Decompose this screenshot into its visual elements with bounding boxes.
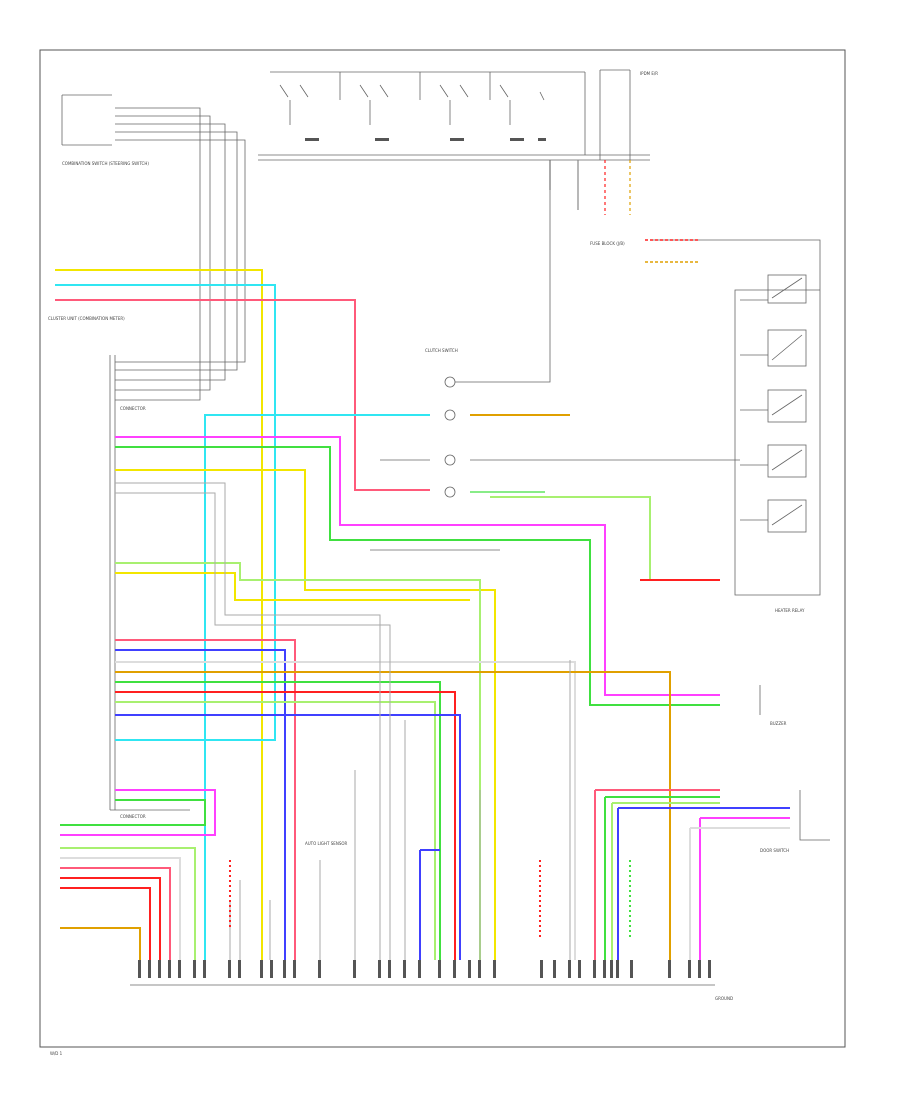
connector-label-1: CONNECTOR xyxy=(120,406,146,411)
door-switch-connector xyxy=(799,790,830,841)
vertical-tags xyxy=(229,860,631,940)
mid-wire-colors xyxy=(470,414,570,493)
heater-relay-label: HEATER RELAY xyxy=(775,608,805,613)
fuse-labels xyxy=(305,138,546,141)
mid-components xyxy=(370,160,740,551)
wire-harness xyxy=(55,269,790,960)
combination-switch xyxy=(61,94,112,146)
ground-label: GROUND xyxy=(715,996,733,1001)
engine-room-module-label: IPDM E/R xyxy=(640,71,658,76)
combination-switch-label: COMBINATION SWITCH (STEERING SWITCH) xyxy=(62,161,149,166)
fuse-block-label: FUSE BLOCK (J/B) xyxy=(590,241,625,246)
page-ref-label: W/D 1 xyxy=(50,1051,63,1056)
gray-wires xyxy=(115,482,571,960)
fuse-block xyxy=(258,71,650,161)
door-switch-label: DOOR SWITCH xyxy=(760,848,789,853)
bottom-terminals xyxy=(138,960,711,978)
clutch-switch-label: CLUTCH SWITCH xyxy=(425,348,458,353)
cluster-module-label: CLUSTER UNIT (COMBINATION METER) xyxy=(48,316,125,321)
combo-switch-wires xyxy=(115,107,246,401)
relay-input-wires xyxy=(645,239,700,263)
heater-relay-box xyxy=(650,239,821,596)
auto-light-sensor-label: AUTO LIGHT SENSOR xyxy=(305,841,348,846)
fuse-drops xyxy=(549,160,631,215)
diagram-frame xyxy=(39,49,846,1048)
connector-label-2: CONNECTOR xyxy=(120,814,146,819)
buzzer-label: BUZZER xyxy=(770,721,787,726)
cluster-connector xyxy=(109,355,190,811)
ipdm-connector xyxy=(599,69,631,160)
